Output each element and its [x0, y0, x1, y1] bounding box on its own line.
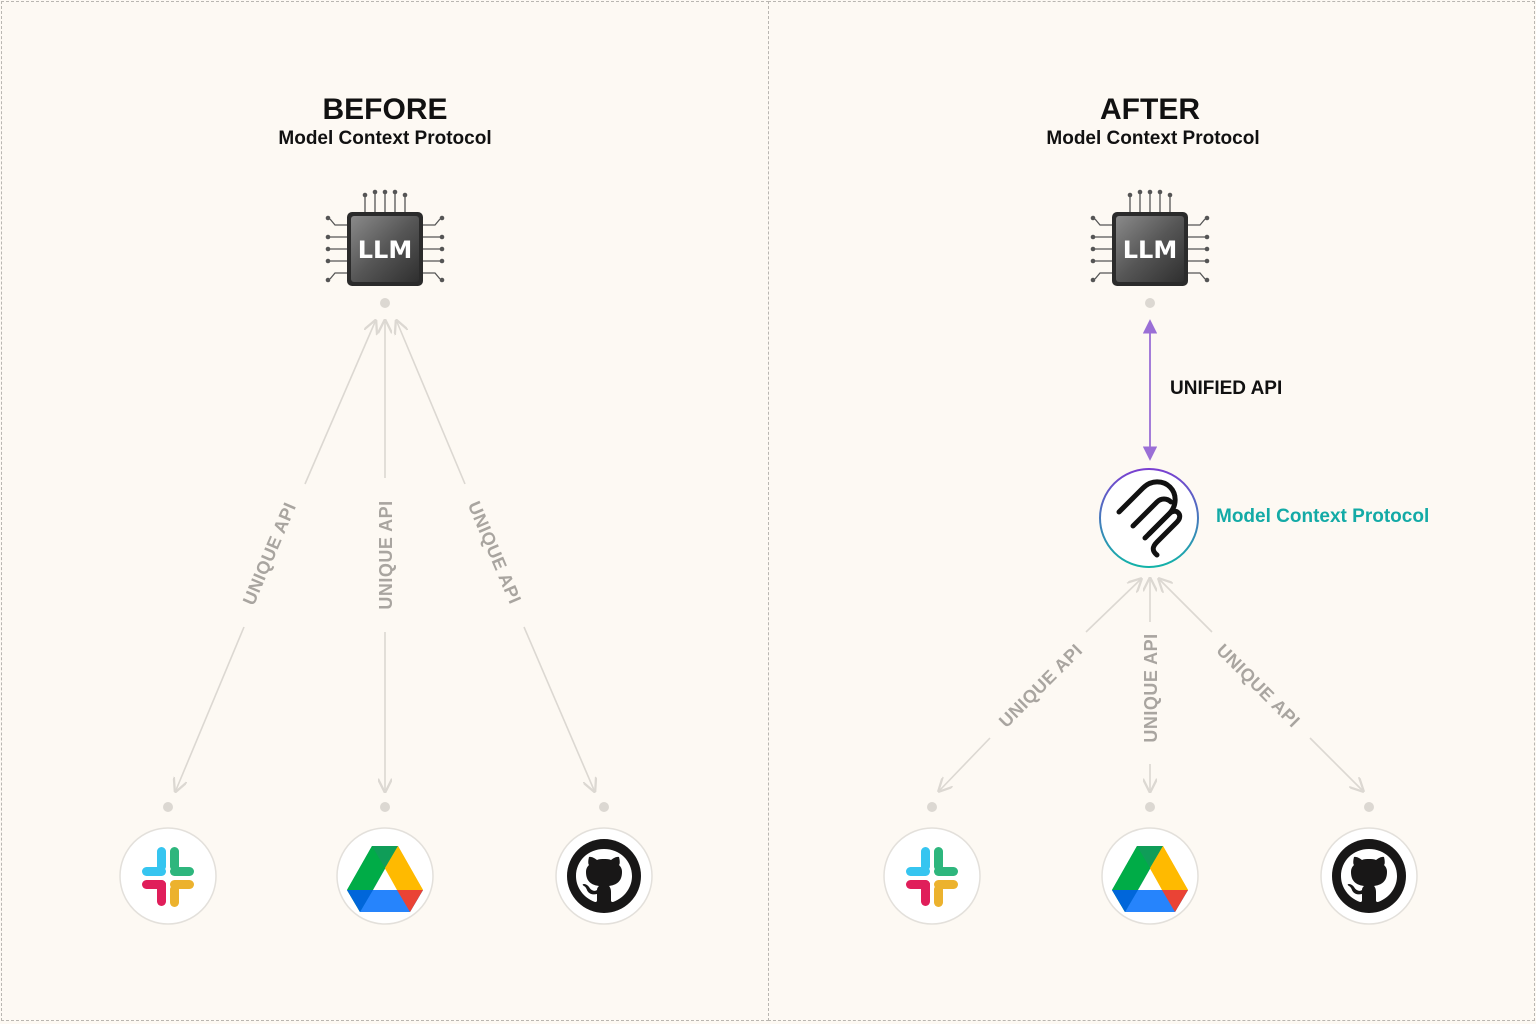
before-edge-label-github: UNIQUE API: [464, 498, 525, 606]
after-github-port: [1364, 802, 1374, 812]
after-llm-port: [1145, 298, 1155, 308]
after-llm-chip: LLM: [1090, 189, 1210, 287]
after-llm-label: LLM: [1123, 236, 1177, 264]
mcp-label: Model Context Protocol: [1216, 506, 1430, 527]
unified-api-label: UNIFIED API: [1170, 378, 1283, 399]
after-subtitle: Model Context Protocol: [1046, 128, 1260, 149]
before-title: BEFORE: [322, 93, 448, 126]
mcp-node: [1099, 468, 1199, 568]
after-slack-node: [883, 827, 981, 925]
after-drive-node: [1101, 827, 1199, 925]
after-drive-port: [1145, 802, 1155, 812]
before-drive-port: [380, 802, 390, 812]
before-edge-label-drive: UNIQUE API: [376, 500, 396, 609]
after-edge-label-slack: UNIQUE API: [995, 640, 1086, 731]
before-edge-slack: UNIQUE API: [176, 322, 375, 790]
before-slack-node: [119, 827, 217, 925]
before-llm-port: [380, 298, 390, 308]
before-edge-label-slack: UNIQUE API: [239, 499, 300, 607]
github-icon: [567, 839, 641, 913]
after-title: AFTER: [1100, 93, 1200, 126]
after-edge-label-drive: UNIQUE API: [1141, 633, 1161, 742]
before-edge-github: UNIQUE API: [397, 322, 594, 790]
after-edge-slack: UNIQUE API: [940, 580, 1140, 790]
after-github-node: [1320, 827, 1418, 925]
github-icon: [1332, 839, 1406, 913]
before-slack-port: [163, 802, 173, 812]
after-edge-drive: UNIQUE API: [1141, 580, 1161, 790]
before-llm-label: LLM: [358, 236, 412, 264]
before-github-node: [555, 827, 653, 925]
before-github-port: [599, 802, 609, 812]
before-edge-drive: UNIQUE API: [376, 322, 396, 790]
before-subtitle: Model Context Protocol: [278, 128, 492, 149]
after-edge-label-github: UNIQUE API: [1213, 640, 1304, 731]
mcp-icon: [1116, 479, 1183, 558]
after-slack-port: [927, 802, 937, 812]
after-edge-github: UNIQUE API: [1160, 580, 1362, 790]
before-drive-node: [336, 827, 434, 925]
before-llm-chip: LLM: [325, 189, 445, 287]
